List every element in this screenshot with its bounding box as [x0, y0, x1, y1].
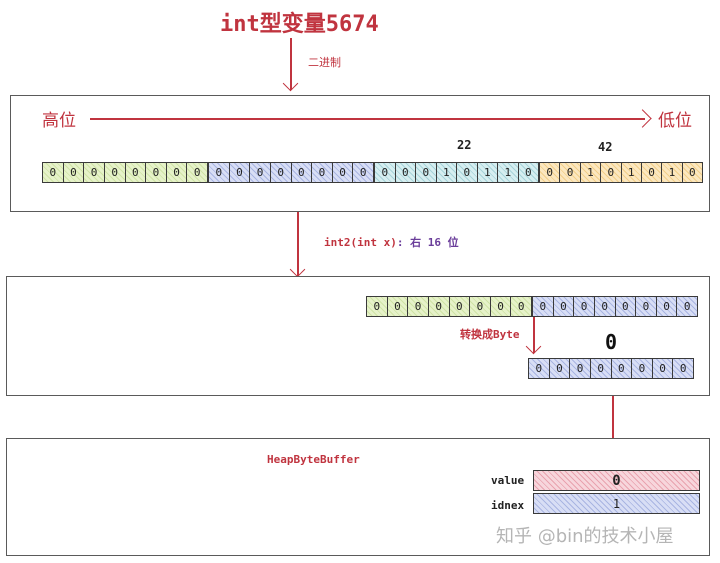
bit: 0 — [312, 163, 333, 182]
bit: 0 — [429, 297, 450, 316]
bit: 0 — [230, 163, 251, 182]
byte-1-high: 0 0 0 0 0 0 0 0 — [42, 162, 208, 183]
watermark: 知乎 @bin的技术小屋 — [496, 526, 674, 547]
arrow-binary-head — [282, 75, 299, 92]
title-text: int型变量5674 — [220, 12, 379, 37]
bit: 0 — [167, 163, 188, 182]
bit: 0 — [126, 163, 147, 182]
shift-code-label: int2(int x) — [324, 236, 397, 249]
buffer-title: HeapByteBuffer — [267, 453, 360, 466]
arrow-shift-label: int2(int x): 右 16 位 — [324, 234, 459, 250]
bit: 0 — [679, 362, 687, 375]
shifted-byte-low: 0 0 0 0 0 0 0 0 — [532, 296, 698, 317]
diagram-title: int型变量5674 — [220, 6, 379, 38]
bit: 0 — [43, 163, 64, 182]
bit: 0 — [524, 166, 532, 179]
bit: 0 — [540, 163, 561, 182]
bit: 0 — [491, 297, 512, 316]
bit: 0 — [612, 359, 633, 378]
result-byte: 0 0 0 0 0 0 0 0 — [528, 358, 694, 379]
byte-2: 0 0 0 0 0 0 0 0 — [208, 162, 374, 183]
bit: 0 — [595, 297, 616, 316]
binary-frame — [10, 95, 710, 212]
annotation-42: 42 — [598, 140, 613, 154]
bit: 1 — [478, 163, 498, 182]
annotation-22: 22 — [457, 138, 472, 152]
bit: 0 — [517, 300, 525, 313]
bit: 0 — [533, 297, 554, 316]
bit: 0 — [375, 163, 396, 182]
value-field-cell: 0 — [533, 470, 700, 491]
bit: 0 — [271, 163, 292, 182]
bit: 0 — [416, 163, 437, 182]
bit: 1 — [622, 163, 642, 182]
bit: 0 — [574, 297, 595, 316]
bit: 0 — [105, 163, 126, 182]
byte-4-low: 0 0 1 0 1 0 1 0 — [539, 162, 703, 183]
bit: 1 — [662, 163, 683, 182]
bit: 0 — [529, 359, 550, 378]
bit: 0 — [84, 163, 105, 182]
bit: 0 — [209, 163, 230, 182]
bit: 0 — [683, 300, 691, 313]
bit: 0 — [570, 359, 591, 378]
arrow-store-line — [612, 396, 614, 462]
bit: 1 — [498, 163, 519, 182]
bit: 1 — [581, 163, 602, 182]
bit: 0 — [250, 163, 271, 182]
bit: 1 — [437, 163, 457, 182]
bit: 0 — [632, 359, 653, 378]
direction-arrow-line — [90, 118, 645, 120]
arrow-convert-line — [533, 317, 535, 353]
bit: 0 — [367, 297, 388, 316]
byte-3: 0 0 0 1 0 1 1 0 — [374, 162, 539, 183]
bit: 0 — [146, 163, 167, 182]
bit: 0 — [359, 166, 367, 179]
bit: 0 — [388, 297, 409, 316]
convert-label: 转换成Byte — [460, 328, 520, 341]
bit: 0 — [550, 359, 571, 378]
low-bit-label: 低位 — [658, 111, 692, 131]
bit: 0 — [457, 163, 478, 182]
bit: 0 — [408, 297, 429, 316]
result-value: 0 — [605, 330, 618, 354]
bit: 0 — [642, 163, 663, 182]
bit: 0 — [636, 297, 657, 316]
shifted-byte-high: 0 0 0 0 0 0 0 0 — [366, 296, 532, 317]
bit: 0 — [591, 359, 612, 378]
arrow-binary-line — [290, 38, 292, 90]
bit: 0 — [292, 163, 313, 182]
index-field-cell: 1 — [533, 493, 700, 514]
bit: 0 — [193, 166, 201, 179]
high-bit-label: 高位 — [42, 111, 76, 131]
bit: 0 — [470, 297, 491, 316]
bit: 0 — [560, 163, 581, 182]
index-field-label: idnex — [491, 499, 525, 512]
bit: 0 — [333, 163, 354, 182]
shift-desc-label: : 右 16 位 — [396, 236, 459, 249]
value-field-label: value — [491, 474, 525, 487]
bit: 0 — [689, 166, 696, 179]
bit: 0 — [616, 297, 637, 316]
arrow-binary-label: 二进制 — [308, 56, 341, 69]
bit: 0 — [450, 297, 471, 316]
bit: 0 — [601, 163, 622, 182]
arrow-shift-head — [289, 261, 306, 278]
bit: 0 — [554, 297, 575, 316]
arrow-shift-line — [297, 212, 299, 276]
bit: 0 — [657, 297, 678, 316]
bit: 0 — [653, 359, 674, 378]
bit: 0 — [396, 163, 416, 182]
bit: 0 — [64, 163, 85, 182]
